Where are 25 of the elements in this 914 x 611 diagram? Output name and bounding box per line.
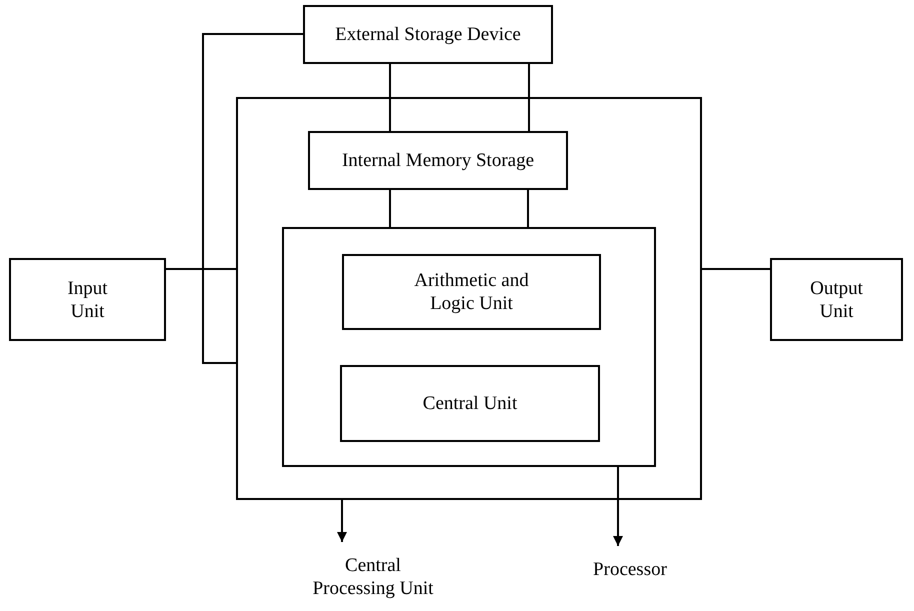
text-label: Processor	[593, 558, 667, 580]
storage-box	[303, 5, 553, 64]
box-label: Central Unit	[422, 392, 518, 415]
connector-line	[202, 33, 303, 364]
text-label: Central Processing Unit	[312, 554, 434, 600]
connector-line	[528, 64, 530, 131]
box-label: Input Unit	[66, 276, 109, 322]
cpu-box	[236, 97, 702, 500]
arrow	[613, 467, 623, 546]
box-label: Arithmetic and Logic Unit	[413, 269, 530, 315]
arrow	[337, 500, 347, 542]
connector-line	[166, 268, 236, 270]
box-label: Output Unit	[809, 276, 864, 322]
box-label: External Storage Device	[335, 23, 521, 46]
alu-box	[342, 254, 601, 330]
output-box	[770, 258, 903, 341]
connector-line	[702, 268, 770, 270]
box-label: Internal Memory Storage	[342, 149, 534, 172]
processor-box	[282, 227, 656, 467]
connector-line	[527, 190, 529, 227]
connector-line	[389, 190, 391, 227]
input-box	[9, 258, 166, 341]
control-unit-box	[340, 365, 600, 442]
connector-line	[389, 64, 391, 131]
memory-box	[308, 131, 568, 190]
